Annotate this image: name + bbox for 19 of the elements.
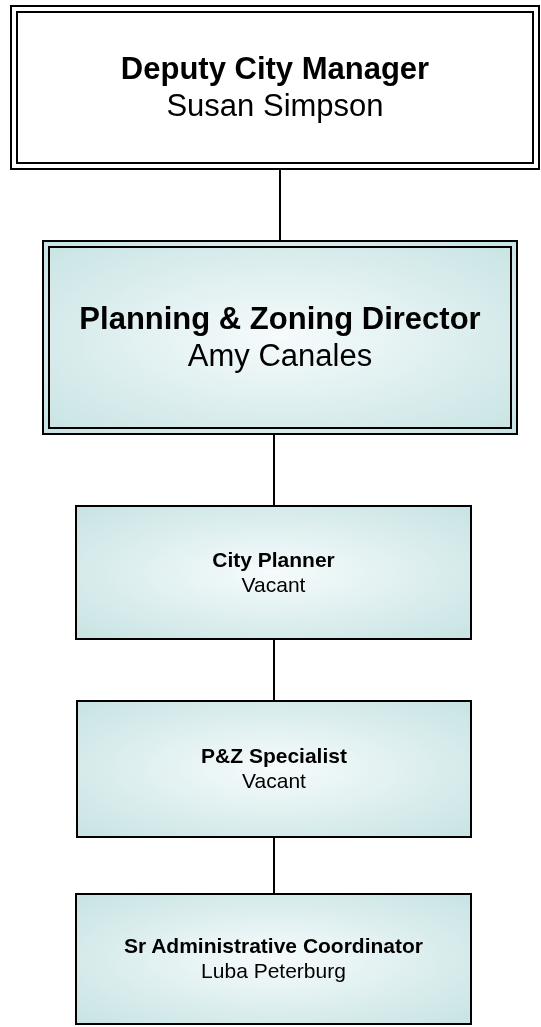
person-name: Susan Simpson bbox=[166, 86, 384, 124]
org-chart-box bbox=[75, 505, 472, 640]
job-title: Deputy City Manager bbox=[120, 51, 430, 87]
job-title: City Planner bbox=[212, 547, 335, 572]
person-name: Vacant bbox=[242, 768, 306, 794]
org-chart-box bbox=[75, 893, 472, 1025]
job-title: Planning & Zoning Director bbox=[79, 301, 481, 337]
connector-line bbox=[273, 837, 275, 894]
connector-line bbox=[273, 639, 275, 701]
job-title: Sr Administrative Coordinator bbox=[123, 934, 424, 959]
person-name: Luba Peterburg bbox=[201, 958, 346, 984]
job-title: P&Z Specialist bbox=[201, 744, 347, 769]
org-chart-box bbox=[42, 240, 518, 435]
org-chart-box bbox=[76, 700, 472, 838]
connector-line bbox=[273, 434, 275, 506]
org-chart-box bbox=[10, 5, 540, 170]
connector-line bbox=[279, 169, 281, 241]
person-name: Vacant bbox=[241, 571, 306, 598]
person-name: Amy Canales bbox=[187, 336, 373, 374]
